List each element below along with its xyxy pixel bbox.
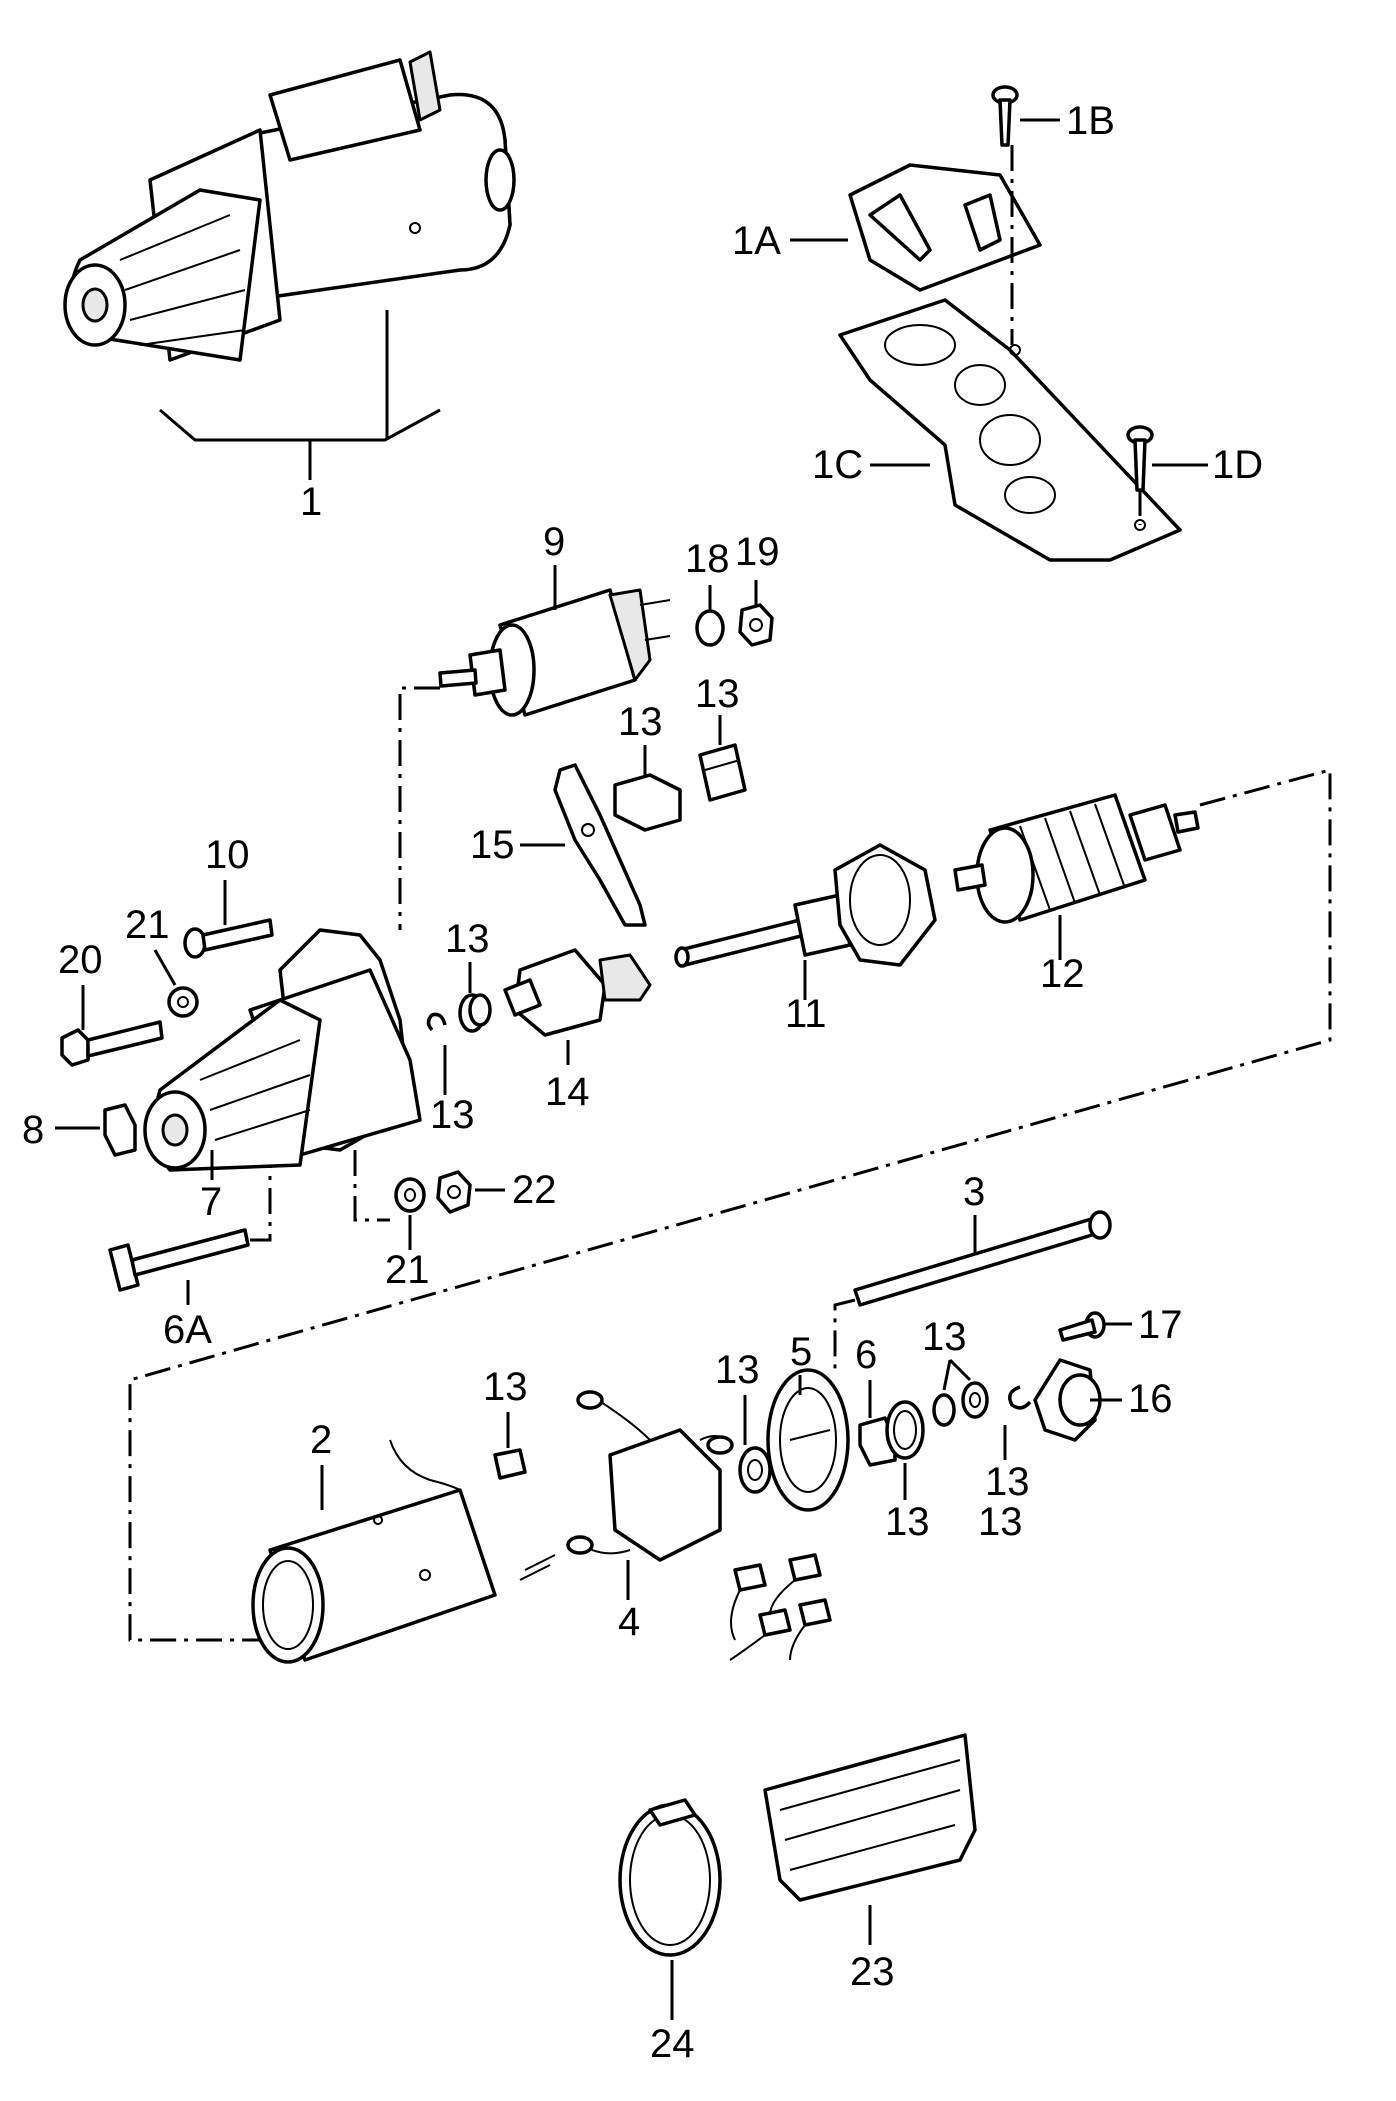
carbon-brushes	[729, 1553, 832, 1661]
axis-line	[398, 686, 440, 930]
axis-line	[250, 1165, 272, 1242]
label-15: 15	[470, 823, 515, 867]
washer-21-top	[167, 986, 199, 1018]
drive-end-housing	[143, 928, 422, 1172]
through-bolt	[853, 1210, 1112, 1307]
bolt-20	[60, 1020, 164, 1067]
label-21-b: 21	[385, 1248, 430, 1292]
label-4: 4	[618, 1600, 640, 1644]
screw-1B	[991, 85, 1019, 147]
label-14: 14	[545, 1070, 590, 1114]
label-6A: 6A	[163, 1308, 212, 1352]
label-13-i: 13	[483, 1365, 528, 1409]
axis-line	[353, 1150, 390, 1222]
label-1: 1	[300, 480, 322, 524]
label-10: 10	[205, 833, 250, 877]
axis-line	[128, 768, 1332, 1642]
leader-line	[153, 949, 177, 986]
label-20: 20	[58, 938, 103, 982]
armature	[953, 793, 1200, 924]
label-19: 19	[735, 530, 780, 574]
bearing-13	[738, 1446, 772, 1494]
screw-1D	[1126, 425, 1154, 492]
label-22: 22	[512, 1168, 557, 1212]
leader-line	[942, 1358, 972, 1391]
label-1B: 1B	[1066, 99, 1115, 143]
washers-13	[932, 1381, 989, 1427]
clip-13	[426, 1012, 447, 1032]
label-13-d: 13	[445, 917, 490, 961]
label-16: 16	[1128, 1377, 1173, 1421]
lock-washer-18	[695, 609, 725, 647]
planetary-gear-shaft	[674, 843, 937, 968]
axis-line	[833, 1298, 856, 1375]
washer-21-bottom	[394, 1177, 426, 1213]
stop-ring-13	[458, 993, 492, 1033]
label-1A: 1A	[732, 219, 781, 263]
engaging-lever	[553, 763, 647, 927]
label-2: 2	[310, 1418, 332, 1462]
o-ring-13	[885, 1400, 925, 1460]
label-13-c: 13	[430, 1093, 475, 1137]
clip-13-right	[1008, 1385, 1032, 1410]
label-24: 24	[650, 2022, 695, 2066]
label-17: 17	[1138, 1303, 1183, 1347]
bolt-6A	[108, 1228, 250, 1292]
bolt-10	[183, 918, 274, 959]
label-7: 7	[200, 1180, 222, 1224]
label-18: 18	[685, 537, 730, 581]
label-8: 8	[22, 1108, 44, 1152]
mounting-bracket	[838, 298, 1182, 562]
label-21-a: 21	[125, 903, 170, 947]
insulating-pad	[763, 1733, 977, 1902]
end-cap-16	[1033, 1358, 1102, 1442]
plug-13	[613, 773, 682, 832]
nut-19	[738, 603, 774, 647]
label-13-b: 13	[618, 700, 663, 744]
label-13-h: 13	[715, 1348, 760, 1392]
label-13-f: 13	[985, 1460, 1030, 1504]
label-6: 6	[855, 1333, 877, 1377]
label-13-a: 13	[695, 672, 740, 716]
label-13-e: 13	[922, 1315, 967, 1359]
commutator-end-cover	[766, 1368, 850, 1512]
solenoid-switch	[438, 588, 671, 717]
bushing-8	[103, 1103, 137, 1157]
label-9: 9	[543, 520, 565, 564]
relay-cover	[848, 163, 1042, 292]
label-13-g: 13	[885, 1500, 930, 1544]
label-1D: 1D	[1212, 443, 1263, 487]
label-12: 12	[1040, 952, 1085, 996]
bracket-line	[159, 408, 441, 442]
clip-13-small	[493, 1448, 527, 1480]
label-1C: 1C	[812, 443, 863, 487]
brush-holder	[519, 1390, 734, 1581]
nut-22	[436, 1170, 472, 1214]
label-13-j: 13	[978, 1500, 1023, 1544]
label-23: 23	[850, 1950, 895, 1994]
screw-17	[1058, 1311, 1106, 1342]
hose-clamp	[618, 1798, 722, 1957]
starter-motor-assembly	[63, 50, 516, 362]
pinion-clutch	[503, 948, 652, 1037]
label-5: 5	[790, 1330, 812, 1374]
label-3: 3	[963, 1170, 985, 1214]
cap-13	[698, 743, 747, 802]
field-frame-housing	[251, 1439, 497, 1664]
